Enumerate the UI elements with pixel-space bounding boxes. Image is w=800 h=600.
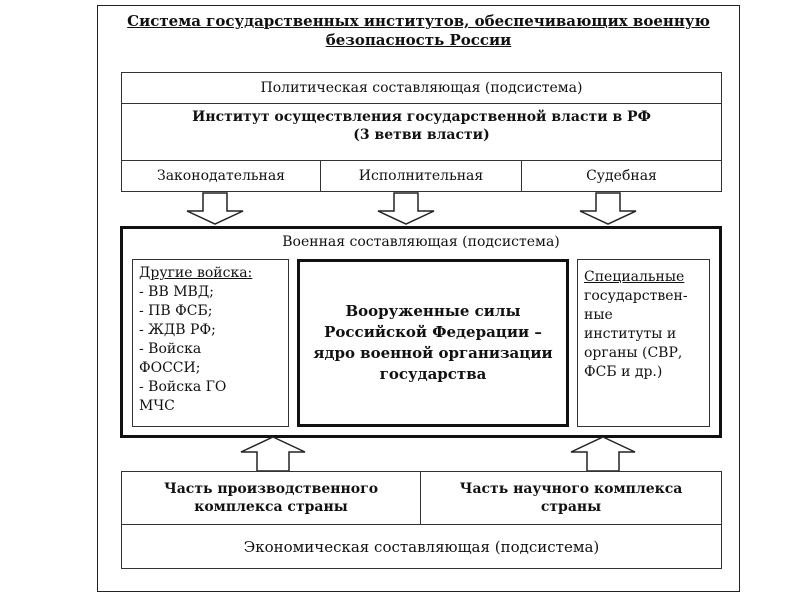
science-complex-box: Часть научного комплекса страны — [420, 471, 722, 525]
other-troops-item: - ВВ МВД; — [139, 284, 214, 300]
military-subsystem-box — [120, 226, 722, 438]
title-line-1: Система государственных институтов, обес… — [127, 12, 710, 30]
other-troops-item: - ЖДВ РФ; — [139, 322, 216, 338]
science-line-1: Часть научного комплекса — [459, 481, 683, 497]
diagram-frame — [97, 5, 740, 592]
armed-forces-line-1: Вооруженные силы — [345, 302, 521, 320]
branch-legislative-label: Законодательная — [156, 168, 286, 184]
armed-forces-line-4: государства — [379, 365, 487, 383]
special-line: ные — [584, 307, 613, 323]
armed-forces-line-2: Российской Федерации – — [324, 323, 542, 341]
special-line: государствен- — [584, 288, 688, 304]
arrow-down-executive — [377, 192, 435, 225]
power-institute-box: Институт осуществления государственной в… — [121, 103, 722, 161]
production-line-2: комплекса страны — [194, 499, 348, 515]
other-troops-item: - ПВ ФСБ; — [139, 303, 213, 319]
power-institute-line-1: Институт осуществления государственной в… — [192, 109, 651, 125]
special-line: органы (СВР, — [584, 345, 683, 361]
military-header-label: Военная составляющая (подсистема) — [282, 234, 560, 250]
special-line: институты и — [584, 326, 677, 342]
economic-footer: Экономическая составляющая (подсистема) — [121, 524, 722, 569]
other-troops-item: МЧС — [139, 398, 175, 414]
armed-forces-core-box: Вооруженные силы Российской Федерации – … — [297, 259, 569, 427]
military-header: Военная составляющая (подсистема) — [126, 230, 716, 254]
title-line-2: безопасность России — [325, 31, 512, 49]
branch-legislative: Законодательная — [121, 160, 321, 192]
economic-footer-label: Экономическая составляющая (подсистема) — [243, 537, 600, 556]
arrow-down-legislative — [186, 192, 244, 225]
special-line: ФСБ и др.) — [584, 364, 663, 380]
special-institutions-box: Специальные государствен- ные институты … — [577, 259, 710, 427]
branch-executive-label: Исполнительная — [358, 168, 484, 184]
power-institute-line-2: (3 ветви власти) — [353, 127, 490, 143]
branch-judicial-label: Судебная — [586, 168, 657, 184]
branch-executive: Исполнительная — [320, 160, 522, 192]
political-header: Политическая составляющая (подсистема) — [121, 72, 722, 104]
other-troops-box: Другие войска: - ВВ МВД; - ПВ ФСБ; - ЖДВ… — [132, 259, 289, 427]
other-troops-item: - Войска ГО — [139, 379, 227, 395]
arrow-up-science — [570, 436, 636, 472]
science-line-2: страны — [540, 499, 602, 515]
other-troops-heading: Другие войска: — [139, 265, 253, 281]
other-troops-item: - Войска — [139, 341, 202, 357]
production-complex-box: Часть производственного комплекса страны — [121, 471, 421, 525]
political-header-label: Политическая составляющая (подсистема) — [260, 80, 583, 96]
diagram-title: Система государственных институтов, обес… — [100, 12, 737, 50]
arrow-up-production — [240, 436, 306, 472]
production-line-1: Часть производственного — [163, 481, 379, 497]
armed-forces-line-3: ядро военной организации — [313, 344, 553, 362]
other-troops-item: ФОССИ; — [139, 360, 201, 376]
arrow-down-judicial — [579, 192, 637, 225]
branch-judicial: Судебная — [521, 160, 722, 192]
special-line: Специальные — [584, 269, 685, 285]
